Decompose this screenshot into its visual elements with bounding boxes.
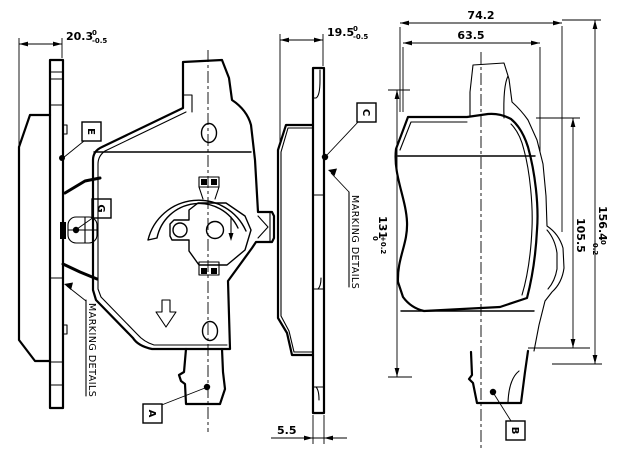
- label-e: E: [59, 121, 102, 161]
- dim-value: 20.3: [66, 30, 93, 43]
- tab-notch: [182, 94, 193, 113]
- dim-pad-thickness-mid: 19.5 0 -0.5: [279, 25, 368, 145]
- hub-hole-right: [205, 220, 225, 240]
- note-marking-center: MARKING DETAILS: [328, 168, 360, 289]
- dim-value: 63.5: [457, 29, 484, 42]
- dim-value: 74.2: [467, 9, 494, 22]
- label-c: C: [321, 102, 377, 161]
- view-side-profile-left: 20.3 0 -0.5 E G MARKING DETAILS: [17, 29, 112, 410]
- dim-pad-thickness-left: 20.3 0 -0.5: [18, 29, 107, 145]
- backplate-edge-mid: [311, 66, 326, 415]
- dim-value: 5.5: [277, 424, 297, 437]
- sensor-hub: [169, 202, 252, 266]
- friction-inner-line: [280, 127, 314, 353]
- marking-details-text-left: MARKING DETAILS: [86, 303, 97, 397]
- dim-value: 131: [376, 216, 389, 239]
- label-g-letter: G: [95, 204, 106, 212]
- dim-height-overall: 156.4 0 -0.2: [552, 19, 609, 365]
- spring-wire-upper: [63, 176, 102, 195]
- dim-tol-top: 0: [92, 29, 97, 37]
- spring-wire-lower: [61, 262, 99, 281]
- friction-outline: [394, 112, 539, 313]
- marking-details-text-center: MARKING DETAILS: [349, 195, 360, 289]
- label-a: A: [142, 383, 211, 424]
- dim-tol-bottom: -0.2: [591, 240, 599, 255]
- note-marking-left: MARKING DETAILS: [64, 282, 97, 397]
- dim-height-plate: 131 +0.2 0: [371, 89, 412, 378]
- ear-inner-curve: [546, 229, 558, 290]
- view-side-section-middle: 19.5 0 -0.5 5.5 C MARKING DETAILS: [271, 25, 377, 444]
- label-b: B: [489, 388, 526, 441]
- direction-arrow-icon: [155, 299, 177, 328]
- dim-height-friction: 105.5: [528, 117, 590, 349]
- dim-width-inner: 63.5: [402, 29, 541, 152]
- dim-tol-top: 0: [599, 240, 607, 245]
- dim-tol-bottom: -0.5: [92, 37, 107, 45]
- label-a-letter: A: [146, 410, 157, 418]
- friction-profile-mid: [276, 123, 315, 357]
- backplate-behind-outline: [469, 62, 565, 352]
- label-c-letter: C: [360, 109, 371, 116]
- bottom-tab: [177, 347, 227, 406]
- dim-tol-bottom: -0.5: [353, 33, 368, 41]
- tab-inner-curve: [503, 75, 509, 119]
- view-backplate: A: [91, 50, 276, 432]
- bottom-tab-inner-curve: [507, 370, 520, 403]
- dim-plate-thickness: 5.5: [271, 415, 347, 444]
- rivet-hole-bottom: [201, 320, 219, 342]
- backplate-outline: [91, 58, 276, 351]
- view-friction-face: 74.2 63.5 156.4 0 -0.2: [371, 9, 609, 450]
- friction-inner-edge: [399, 121, 533, 296]
- sensor-clip-bottom: [198, 261, 220, 276]
- rivet-hole-top: [200, 122, 218, 144]
- backplate-segment-lines: [49, 71, 64, 386]
- label-e-letter: E: [85, 128, 96, 135]
- sensor-clip-top: [198, 176, 220, 200]
- label-g: G: [72, 198, 112, 234]
- dim-width-overall: 74.2: [399, 9, 563, 232]
- abutment-ear-detail: [257, 211, 271, 243]
- bottom-tab-right: [467, 349, 530, 405]
- dim-tol-top: 0: [353, 25, 358, 33]
- label-b-letter: B: [509, 427, 520, 435]
- dim-tol-top: +0.2: [379, 236, 387, 254]
- hub-hole-left: [172, 222, 188, 238]
- small-down-arrow: [228, 216, 234, 241]
- backplate-detail-lines: [312, 69, 325, 401]
- wear-sensor-arc: [147, 199, 247, 241]
- dim-value: 105.5: [574, 218, 587, 253]
- backplate-inner-edge: [97, 111, 228, 346]
- chamfer-lines: [397, 155, 536, 312]
- dim-value: 156.4: [596, 206, 609, 241]
- dim-tol-bottom: 0: [371, 236, 379, 241]
- dim-value: 19.5: [327, 26, 354, 39]
- backplate-lugs: [62, 124, 68, 335]
- friction-profile: [17, 113, 52, 363]
